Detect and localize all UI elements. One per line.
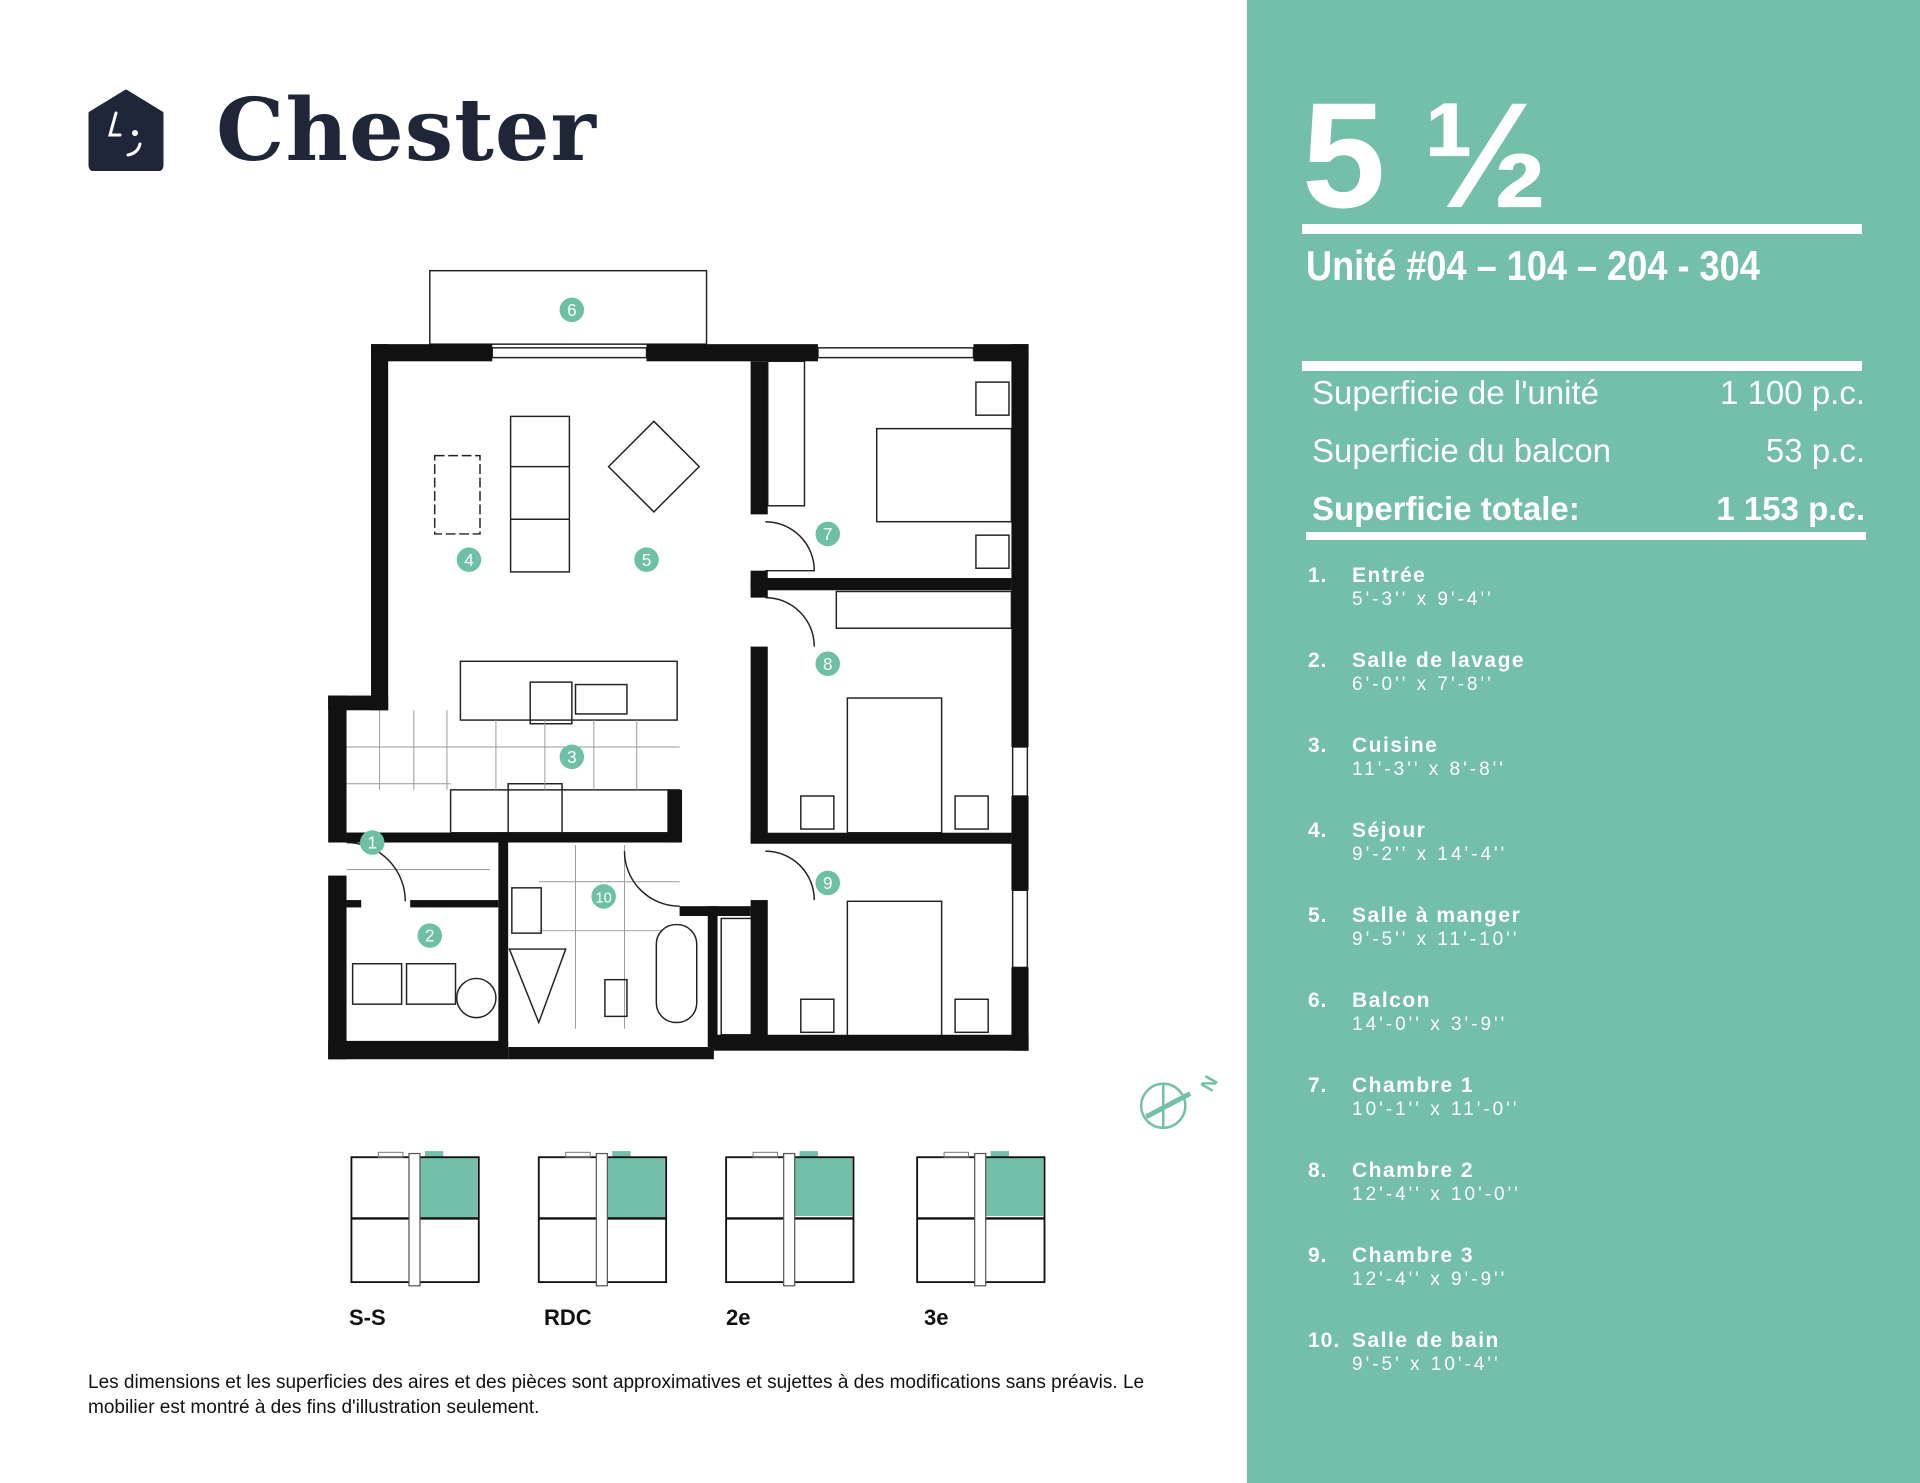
area-row-unit: Superficie de l'unité 1 100 p.c. [1312,374,1865,412]
disclaimer: Les dimensions et les superficies des ai… [88,1372,1145,1418]
house-face-icon [88,89,164,171]
unit-numbers: Unité #04 – 104 – 204 - 304 [1306,242,1760,289]
key-plan [725,1151,855,1287]
room-dimensions: 12'-4'' x 10'-0'' [1352,1184,1521,1205]
room-marker-label: 4 [464,550,474,570]
room-marker [559,744,585,770]
room-name: Chambre 1 [1352,1074,1475,1097]
unit-type: 5 ½ [1302,71,1548,239]
window [1011,746,1029,797]
room-dimensions: 12'-4'' x 9'-9'' [1352,1269,1508,1290]
room-name: Salle de bain [1352,1329,1500,1352]
sliding-door [491,347,648,359]
room-marker-label: 7 [823,524,833,544]
room-number: 9. [1308,1244,1328,1267]
room-dimensions: 6'-0'' x 7'-8'' [1352,674,1494,695]
key-plan [537,1151,668,1287]
room-name: Chambre 3 [1352,1244,1475,1267]
room-number: 4. [1308,819,1328,842]
key-plan [350,1151,480,1287]
room-marker-label: 5 [642,550,652,570]
kitchen-island [459,660,678,721]
room-number: 3. [1308,734,1328,757]
area-row-balcony: Superficie du balcon 53 p.c. [1312,432,1865,470]
room-marker-label: 2 [425,926,435,946]
room-number: 7. [1308,1074,1328,1097]
walls [328,344,1029,1060]
room-dimensions: 9'-2'' x 14'-4'' [1352,844,1508,865]
dining-table [607,420,701,513]
area-value: 53 p.c. [1765,432,1865,469]
floor-label-3: 3e [924,1305,949,1330]
window [817,347,975,359]
room-marker-label: 1 [367,833,377,853]
room-dimensions: 11'-3'' x 8'-8'' [1352,759,1506,780]
stove [507,783,563,834]
room-marker-label: 8 [823,654,833,674]
room-marker-label: 6 [567,300,577,320]
bed [846,900,943,1037]
room-dimensions: 9'-5' x 10'-4'' [1352,1354,1501,1375]
room-markers: 1 2 3 4 5 6 7 8 9 10 [360,297,840,948]
bed [846,697,943,834]
area-label: Superficie de l'unité [1312,374,1599,411]
room-name: Salle de lavage [1352,649,1526,672]
room-marker-label: 10 [596,891,612,907]
room-name: Salle à manger [1352,904,1522,927]
room-name: Chambre 2 [1352,1159,1475,1182]
room-name: Balcon [1352,989,1432,1012]
room-number: 6. [1308,989,1328,1012]
divider [1306,532,1866,540]
floor-label-ss: S-S [349,1305,386,1330]
kitchen-counter [449,789,681,834]
building-key-plans [350,1151,1046,1287]
room-name: Cuisine [1352,734,1439,757]
brand-name: Chester [216,80,597,181]
north-arrow-icon [1140,1082,1192,1130]
room-dimensions: 5'-3'' x 9'-4'' [1352,589,1494,610]
unit-info-panel [1247,0,1920,1483]
room-dimensions: 10'-1'' x 11'-0'' [1352,1099,1520,1120]
room-marker [591,884,616,909]
room-marker [815,521,840,547]
window [1011,889,1029,969]
area-row-total: Superficie totale: 1 153 p.c. [1312,490,1865,528]
compass-label: N [1197,1072,1223,1095]
room-marker-label: 3 [567,747,577,767]
room-number: 2. [1308,649,1328,672]
area-label: Superficie du balcon [1312,432,1612,469]
area-label: Superficie totale: [1312,490,1580,527]
room-number: 8. [1308,1159,1328,1182]
room-marker [417,923,443,948]
key-plan [916,1151,1046,1287]
area-value: 1 100 p.c. [1720,374,1865,411]
area-value: 1 153 p.c. [1716,490,1865,527]
room-number: 5. [1308,904,1328,927]
sofa [509,415,571,573]
balcony-outline [429,269,708,345]
room-marker [360,830,385,855]
room-dimensions: 14'-0'' x 3'-9'' [1352,1014,1508,1035]
room-number: 1. [1308,564,1328,587]
divider [1302,361,1862,371]
cooktop [529,681,573,725]
floor-label-2: 2e [726,1305,751,1330]
bed [876,427,1013,523]
room-marker [456,547,482,572]
room-marker [815,870,840,896]
sink [574,683,628,715]
floor-label-rdc: RDC [544,1305,592,1330]
coffee-table [433,454,481,535]
divider [1302,224,1862,234]
room-name: Entrée [1352,564,1427,587]
room-number: 10. [1308,1329,1341,1352]
room-marker [634,547,659,572]
room-marker [559,297,585,323]
room-dimensions: 9'-5'' x 11'-10'' [1352,929,1520,950]
room-name: Séjour [1352,819,1427,842]
room-marker [815,651,840,676]
room-marker-label: 9 [823,873,833,893]
